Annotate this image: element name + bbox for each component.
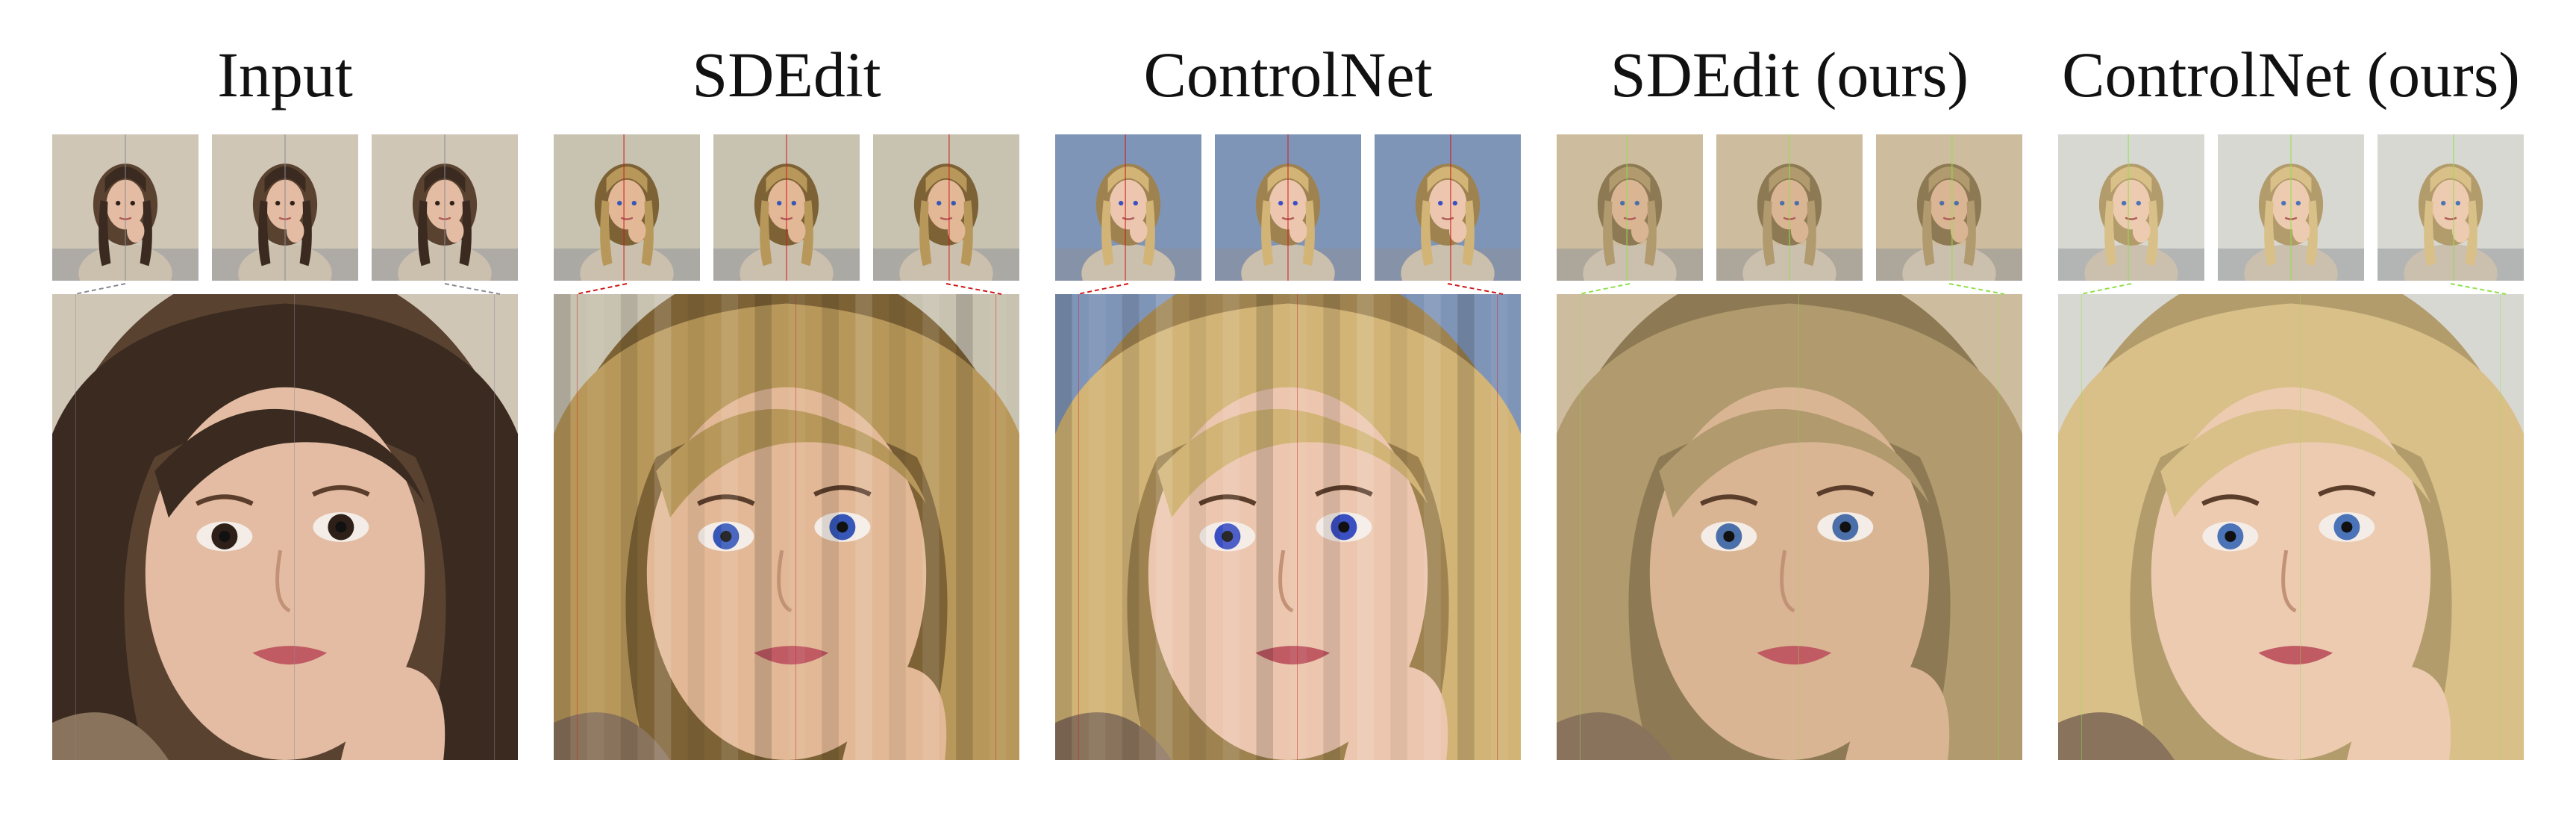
- column-title-sdedit-ours: SDEdit (ours): [1610, 39, 1969, 110]
- column-title-sdedit: SDEdit: [692, 39, 881, 110]
- controlnet-ours-connector-2: [2450, 283, 2507, 295]
- input-thumbnail-3: [372, 134, 518, 281]
- column-title-controlnet: ControlNet: [1143, 39, 1433, 110]
- controlnet-ours-enlarged-view: [2058, 294, 2524, 760]
- input-enlarged-view: [52, 294, 518, 760]
- input-thumbnail-1: [52, 134, 198, 281]
- sdedit-ours-enlarged-view: [1557, 294, 2022, 760]
- input-thumbnail-2: [212, 134, 358, 281]
- sdedit-thumbnail-2: [713, 134, 860, 281]
- controlnet-enlarged-view: [1055, 294, 1521, 760]
- controlnet-ours-thumbnail-1: [2058, 134, 2204, 281]
- sdedit-ours-thumbnail-2: [1716, 134, 1863, 281]
- controlnet-ours-connector-1: [2080, 283, 2132, 295]
- sdedit-ours-connector-1: [1578, 283, 1631, 295]
- controlnet-ours-thumbnail-3: [2378, 134, 2524, 281]
- sdedit-ours-thumbnail-1: [1557, 134, 1703, 281]
- controlnet-thumbnail-2: [1215, 134, 1361, 281]
- controlnet-connector-2: [1447, 283, 1504, 295]
- controlnet-thumbnail-1: [1055, 134, 1201, 281]
- sdedit-thumbnail-3: [873, 134, 1019, 281]
- input-connector-1: [74, 283, 126, 295]
- column-title-input: Input: [217, 39, 353, 110]
- sdedit-connector-2: [945, 283, 1002, 295]
- sdedit-thumbnail-1: [554, 134, 700, 281]
- sdedit-ours-connector-2: [1948, 283, 2005, 295]
- controlnet-ours-thumbnail-2: [2218, 134, 2364, 281]
- input-connector-2: [444, 283, 501, 295]
- controlnet-thumbnail-3: [1375, 134, 1521, 281]
- sdedit-connector-1: [575, 283, 628, 295]
- sdedit-ours-thumbnail-3: [1876, 134, 2022, 281]
- column-title-controlnet-ours: ControlNet (ours): [2062, 39, 2520, 110]
- controlnet-connector-1: [1077, 283, 1129, 295]
- sdedit-enlarged-view: [554, 294, 1019, 760]
